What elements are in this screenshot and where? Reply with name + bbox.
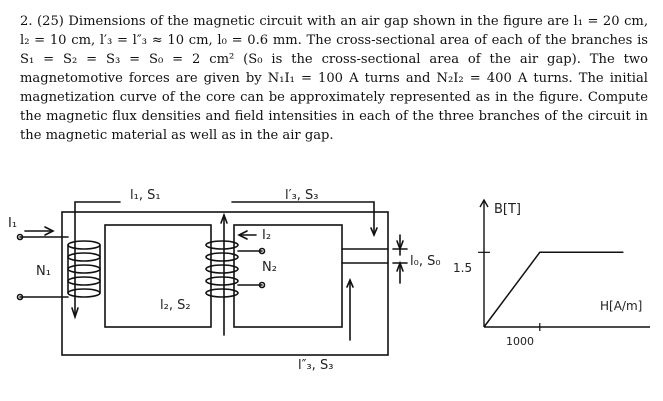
bh-y-arrowhead <box>479 198 489 208</box>
coil-n2 <box>205 230 263 298</box>
core-outer-outline <box>61 211 389 356</box>
terminal-n1-top <box>16 233 24 241</box>
terminal-n2-top <box>258 247 266 255</box>
arrowhead-l3pp <box>346 277 354 288</box>
label-n2: N₂ <box>262 260 277 275</box>
gap-dim-arrow-bottom <box>396 260 404 272</box>
core-left-window <box>104 224 212 328</box>
path-arrow-l3p <box>231 201 375 236</box>
core-right-window <box>233 224 343 328</box>
arrowhead-l1 <box>71 307 79 320</box>
terminal-n2-bottom <box>258 281 266 289</box>
coil-n1 <box>19 226 101 298</box>
label-l0-s0: l₀, S₀ <box>410 254 441 269</box>
label-i2: I₂ <box>262 228 271 243</box>
label-l3p-s3: l′₃, S₃ <box>285 188 319 203</box>
bh-curve-line <box>483 251 624 328</box>
bh-x-tick-label: 1000 <box>506 335 534 348</box>
label-n1: N₁ <box>36 264 51 279</box>
terminal-n1-bottom <box>16 293 24 301</box>
problem-text: Dimensions of the magnetic circuit with … <box>20 14 648 143</box>
bh-y-tick-label: 1.5 <box>453 261 472 275</box>
label-l3pp-s3: l″₃, S₃ <box>298 358 333 373</box>
bh-y-label: B[T] <box>494 202 521 217</box>
label-i1: I₁ <box>8 216 17 231</box>
label-l1-s1: l₁, S₁ <box>130 188 161 203</box>
problem-number: 2. <box>20 14 33 29</box>
label-l2-s2: l₂, S₂ <box>160 298 191 313</box>
arrowhead-l3p <box>370 227 378 238</box>
bh-x-label: H[A/m] <box>600 299 642 313</box>
magnetic-circuit-figure: l₁, S₁ l′₃, S₃ l″₃, S₃ l₂, S₂ I₁ N₁ I₂ N… <box>8 188 650 373</box>
bh-curve-chart: B[T] H[A/m] 1.5 1000 <box>453 198 650 348</box>
arrowhead-l2 <box>220 212 228 224</box>
problem-points: (25) <box>37 14 64 29</box>
problem-statement: 2. (25) Dimensions of the magnetic circu… <box>20 12 648 145</box>
